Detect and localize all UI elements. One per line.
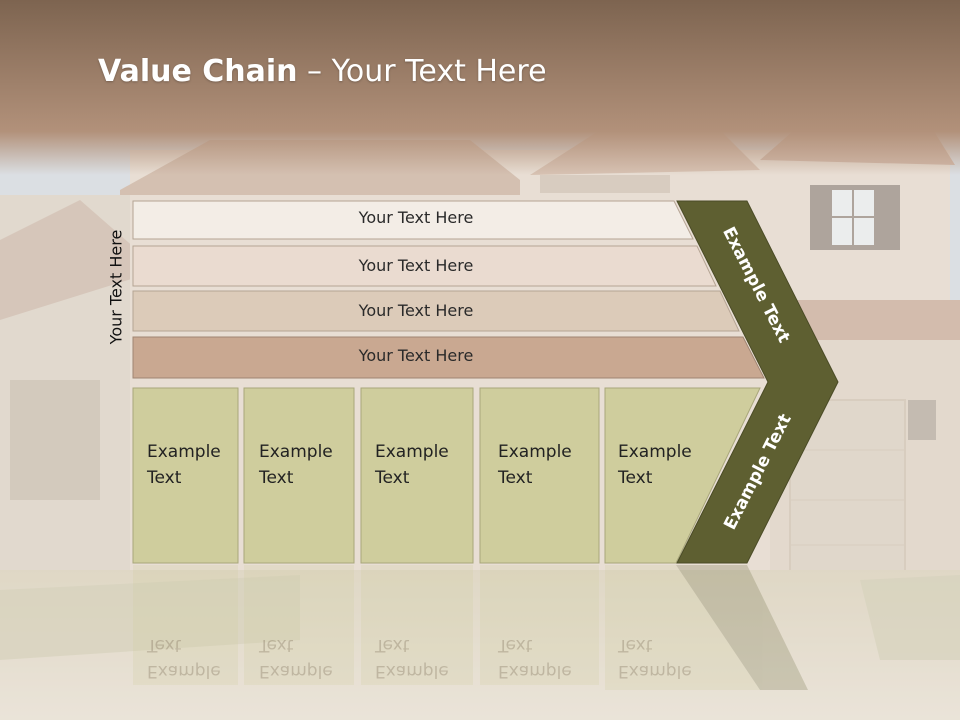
- activity-box-4-label: Example Text: [498, 442, 572, 488]
- slide-title-bold: Value Chain: [98, 54, 298, 89]
- activity-box-3-label: Example Text: [375, 442, 449, 488]
- slide-title: Value Chain – Your Text Here: [98, 54, 547, 89]
- band-3-label: Your Text Here: [358, 301, 474, 320]
- activity-box-5: [604, 387, 761, 564]
- slide-title-rest: – Your Text Here: [297, 54, 547, 89]
- activity-box-3: [360, 387, 474, 564]
- band-4-label: Your Text Here: [358, 346, 474, 365]
- band-1-label: Your Text Here: [358, 208, 474, 227]
- diagram-reflection: [133, 565, 808, 690]
- band-4: [132, 336, 765, 379]
- activity-box-4: [479, 387, 600, 564]
- reflection-label-5: Example Text: [618, 635, 692, 681]
- activity-box-1-label: Example Text: [147, 442, 221, 488]
- reflection-label-1: Example Text: [147, 635, 221, 681]
- activity-box-5-label: Example Text: [618, 442, 692, 488]
- band-1: [132, 200, 694, 240]
- reflection-label-2: Example Text: [259, 635, 333, 681]
- side-label: Your Text Here: [106, 229, 126, 345]
- margin-chevron-arrow: [676, 200, 839, 564]
- activity-box-2-label: Example Text: [259, 442, 333, 488]
- activity-box-2: [243, 387, 355, 564]
- reflection-label-4: Example Text: [498, 635, 572, 681]
- band-3: [132, 290, 740, 332]
- activity-box-1: [132, 387, 239, 564]
- band-2-label: Your Text Here: [358, 256, 474, 275]
- band-2: [132, 245, 717, 287]
- reflection-label-3: Example Text: [375, 635, 449, 681]
